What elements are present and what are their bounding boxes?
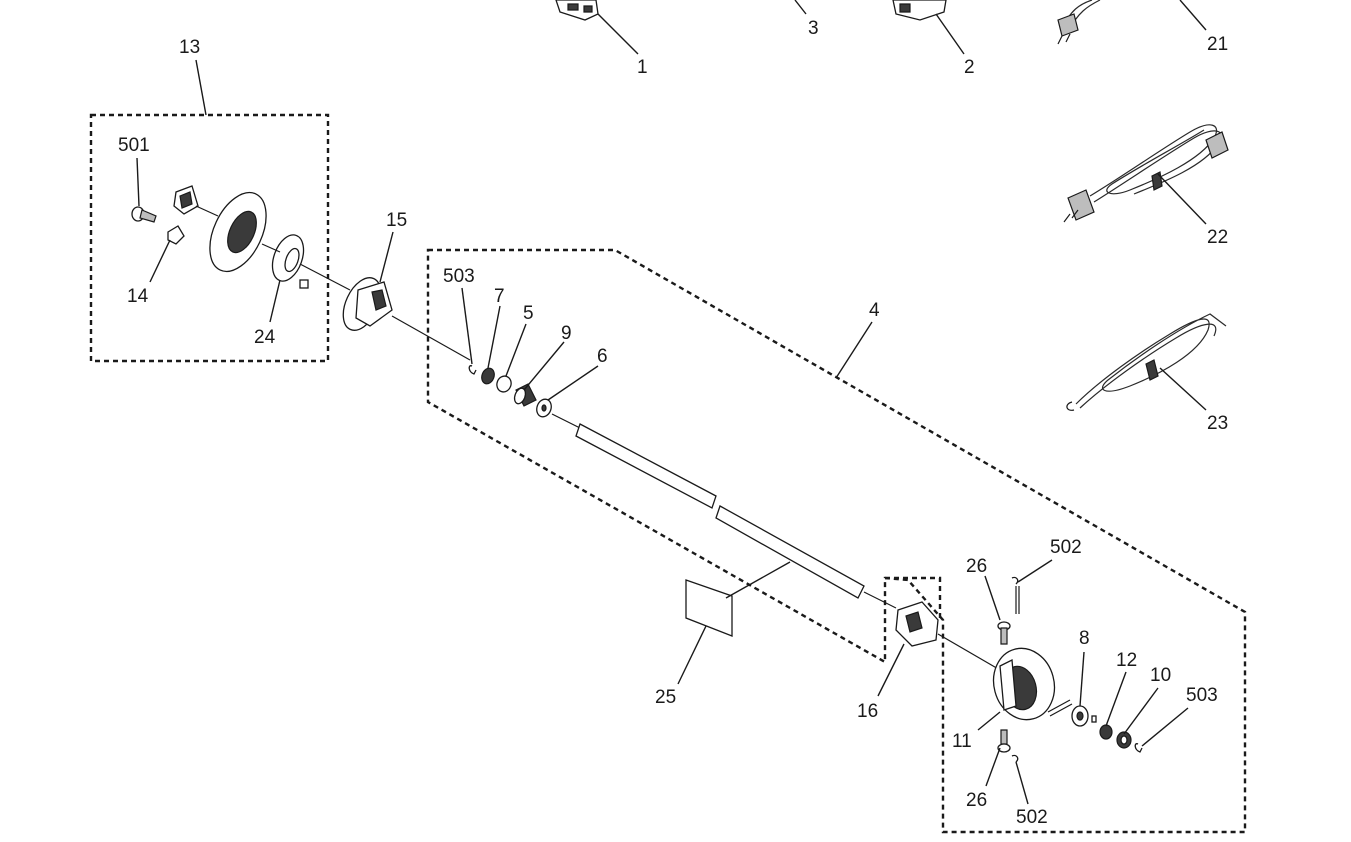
part-9-gear bbox=[513, 383, 537, 407]
callout-502-bottom: 502 bbox=[1016, 807, 1048, 828]
group-box-16-inner bbox=[885, 576, 942, 620]
part-502-pin-top bbox=[1011, 576, 1020, 614]
leader-lines bbox=[136, 0, 1207, 805]
part-502-pin-bottom bbox=[1011, 754, 1019, 763]
callout-502-top: 502 bbox=[1050, 537, 1082, 558]
callout-501: 501 bbox=[118, 135, 150, 156]
callout-21: 21 bbox=[1207, 34, 1228, 55]
callout-503-bottom: 503 bbox=[1186, 685, 1218, 706]
part-12-spring bbox=[1099, 724, 1113, 740]
callout-16: 16 bbox=[857, 701, 878, 722]
callout-labels: 1 3 2 21 22 23 13 501 14 24 15 503 7 5 9… bbox=[118, 18, 1228, 828]
callout-26-bottom: 26 bbox=[966, 790, 987, 811]
part-10-bearing bbox=[1116, 731, 1132, 749]
callout-2: 2 bbox=[964, 57, 975, 78]
part-22-power-cable bbox=[1063, 124, 1229, 223]
spindle-shaft bbox=[551, 413, 897, 609]
callout-9: 9 bbox=[561, 323, 572, 344]
part-26-screw-bottom bbox=[997, 729, 1011, 753]
callout-25: 25 bbox=[655, 687, 676, 708]
part-16-adapter bbox=[895, 601, 1001, 671]
part-24-flange bbox=[261, 234, 351, 291]
callout-26-top: 26 bbox=[966, 556, 987, 577]
callout-6: 6 bbox=[597, 346, 608, 367]
part-23-power-cable bbox=[1066, 313, 1227, 411]
part-14-clip bbox=[167, 225, 185, 245]
left-flange-disc bbox=[195, 191, 267, 273]
left-flange-gear bbox=[173, 185, 199, 215]
part-2 bbox=[892, 0, 947, 21]
callout-1: 1 bbox=[637, 57, 648, 78]
part-503-e-ring-bottom bbox=[1134, 743, 1143, 753]
callout-23: 23 bbox=[1207, 413, 1228, 434]
callout-11: 11 bbox=[952, 731, 972, 752]
callout-15: 15 bbox=[386, 210, 407, 231]
part-6-washer bbox=[536, 398, 552, 418]
callout-3: 3 bbox=[808, 18, 819, 39]
part-7-bearing bbox=[481, 367, 495, 385]
part-25-label bbox=[685, 579, 733, 637]
part-501-screw bbox=[131, 206, 157, 223]
callout-10: 10 bbox=[1150, 665, 1171, 686]
part-15-flange bbox=[342, 277, 471, 361]
callout-22: 22 bbox=[1207, 227, 1228, 248]
part-8-shaft-and-collar bbox=[1047, 699, 1097, 727]
part-11-flange bbox=[992, 647, 1056, 721]
part-5-bushing bbox=[496, 375, 512, 393]
callout-8: 8 bbox=[1079, 628, 1090, 649]
callout-4: 4 bbox=[869, 300, 880, 321]
part-1 bbox=[555, 0, 599, 21]
callout-503-top: 503 bbox=[443, 266, 475, 287]
callout-7: 7 bbox=[494, 286, 505, 307]
part-503-e-ring-top bbox=[468, 365, 477, 375]
callout-12: 12 bbox=[1116, 650, 1137, 671]
callout-5: 5 bbox=[523, 303, 534, 324]
group-box-4 bbox=[426, 248, 1247, 834]
callout-14: 14 bbox=[127, 286, 149, 307]
part-21-power-cable bbox=[1057, 0, 1101, 45]
callout-24: 24 bbox=[254, 327, 276, 348]
callout-13: 13 bbox=[179, 37, 200, 58]
group-box-13 bbox=[89, 113, 330, 363]
part-26-screw-top bbox=[997, 621, 1011, 645]
